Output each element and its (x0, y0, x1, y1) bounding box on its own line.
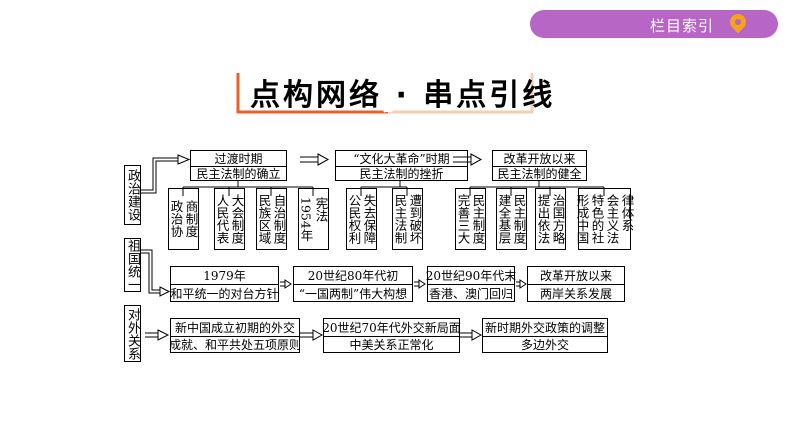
stage-box: 20世纪90年代末香港、澳门回归 (425, 266, 517, 302)
stage-box: “文化大革命”时期民主法制的挫折 (335, 150, 468, 181)
stage-theme: 多边外交 (483, 335, 607, 354)
stage-box: 20世纪70年代外交新局面中美关系正常化 (322, 318, 461, 354)
stage-period: 改革开放以来 (539, 269, 612, 283)
page-title: 点构网络 · 串点引线 (250, 78, 556, 113)
stage-box: 改革开放以来民主法制的健全 (492, 150, 587, 181)
detail-box: 民族区域 自治制度 (256, 188, 287, 250)
stage-period: 20世纪90年代末 (425, 269, 517, 283)
detail-box: 建全基层 民主制度 (496, 188, 527, 250)
index-button-label: 栏目索引 (649, 17, 714, 35)
stage-box: 1979年和平统一的对台方针 (170, 266, 279, 302)
detail-box: 政治协 商制度 (168, 188, 199, 250)
stage-theme: 民主法制的健全 (493, 165, 586, 181)
title-frame (236, 73, 534, 114)
detail-box: 民主法制 遭到破坏 (392, 188, 423, 250)
index-button[interactable]: 栏目索引 (530, 10, 778, 38)
stage-period: 新中国成立初期的外交 (174, 320, 295, 335)
stage-period: 过渡时期 (214, 151, 263, 166)
detail-box: 完善三大 民主制度 (455, 188, 486, 250)
section-label-foreign: 对外关系 (124, 305, 141, 362)
stage-theme: 民主法制的确立 (191, 165, 286, 181)
stage-theme: 成就、和平共处五项原则 (169, 335, 301, 354)
detail-box: 提出依法 治国方略 (535, 188, 566, 250)
stage-theme: 民主法制的挫折 (336, 165, 467, 181)
stage-box: 20世纪80年代初“一国两制”伟大构想 (293, 266, 413, 302)
stage-period: “文化大革命”时期 (353, 151, 450, 166)
stage-theme: 两岸关系发展 (528, 284, 624, 302)
stage-box: 改革开放以来两岸关系发展 (527, 266, 625, 302)
detail-box: 公民权利 失去保障 (346, 188, 377, 250)
stage-period: 新时期外交政策的调整 (484, 320, 605, 335)
stage-box: 新中国成立初期的外交成就、和平共处五项原则 (169, 318, 301, 354)
stage-theme: 香港、澳门回归 (428, 284, 514, 302)
detail-box: 宪法 1954年 (298, 188, 329, 250)
stage-theme: 和平统一的对台方针 (171, 284, 279, 302)
section-label-politics: 政治建设 (124, 165, 141, 225)
stage-period: 20世纪70年代外交新局面 (322, 320, 461, 335)
stage-box: 过渡时期民主法制的确立 (190, 150, 287, 181)
stage-theme: “一国两制”伟大构想 (294, 284, 412, 302)
stage-period: 20世纪80年代初 (307, 269, 399, 283)
section-label-unification: 祖国统一 (124, 238, 141, 292)
stage-period: 1979年 (203, 269, 246, 283)
stage-theme: 中美关系正常化 (324, 335, 459, 354)
stage-period: 改革开放以来 (503, 151, 576, 166)
stage-box: 新时期外交政策的调整多边外交 (482, 318, 608, 353)
detail-box: 人民代表 大会制度 (214, 188, 245, 250)
detail-box: 形成中国 特色的社 会主义法 律体系 (575, 188, 635, 250)
